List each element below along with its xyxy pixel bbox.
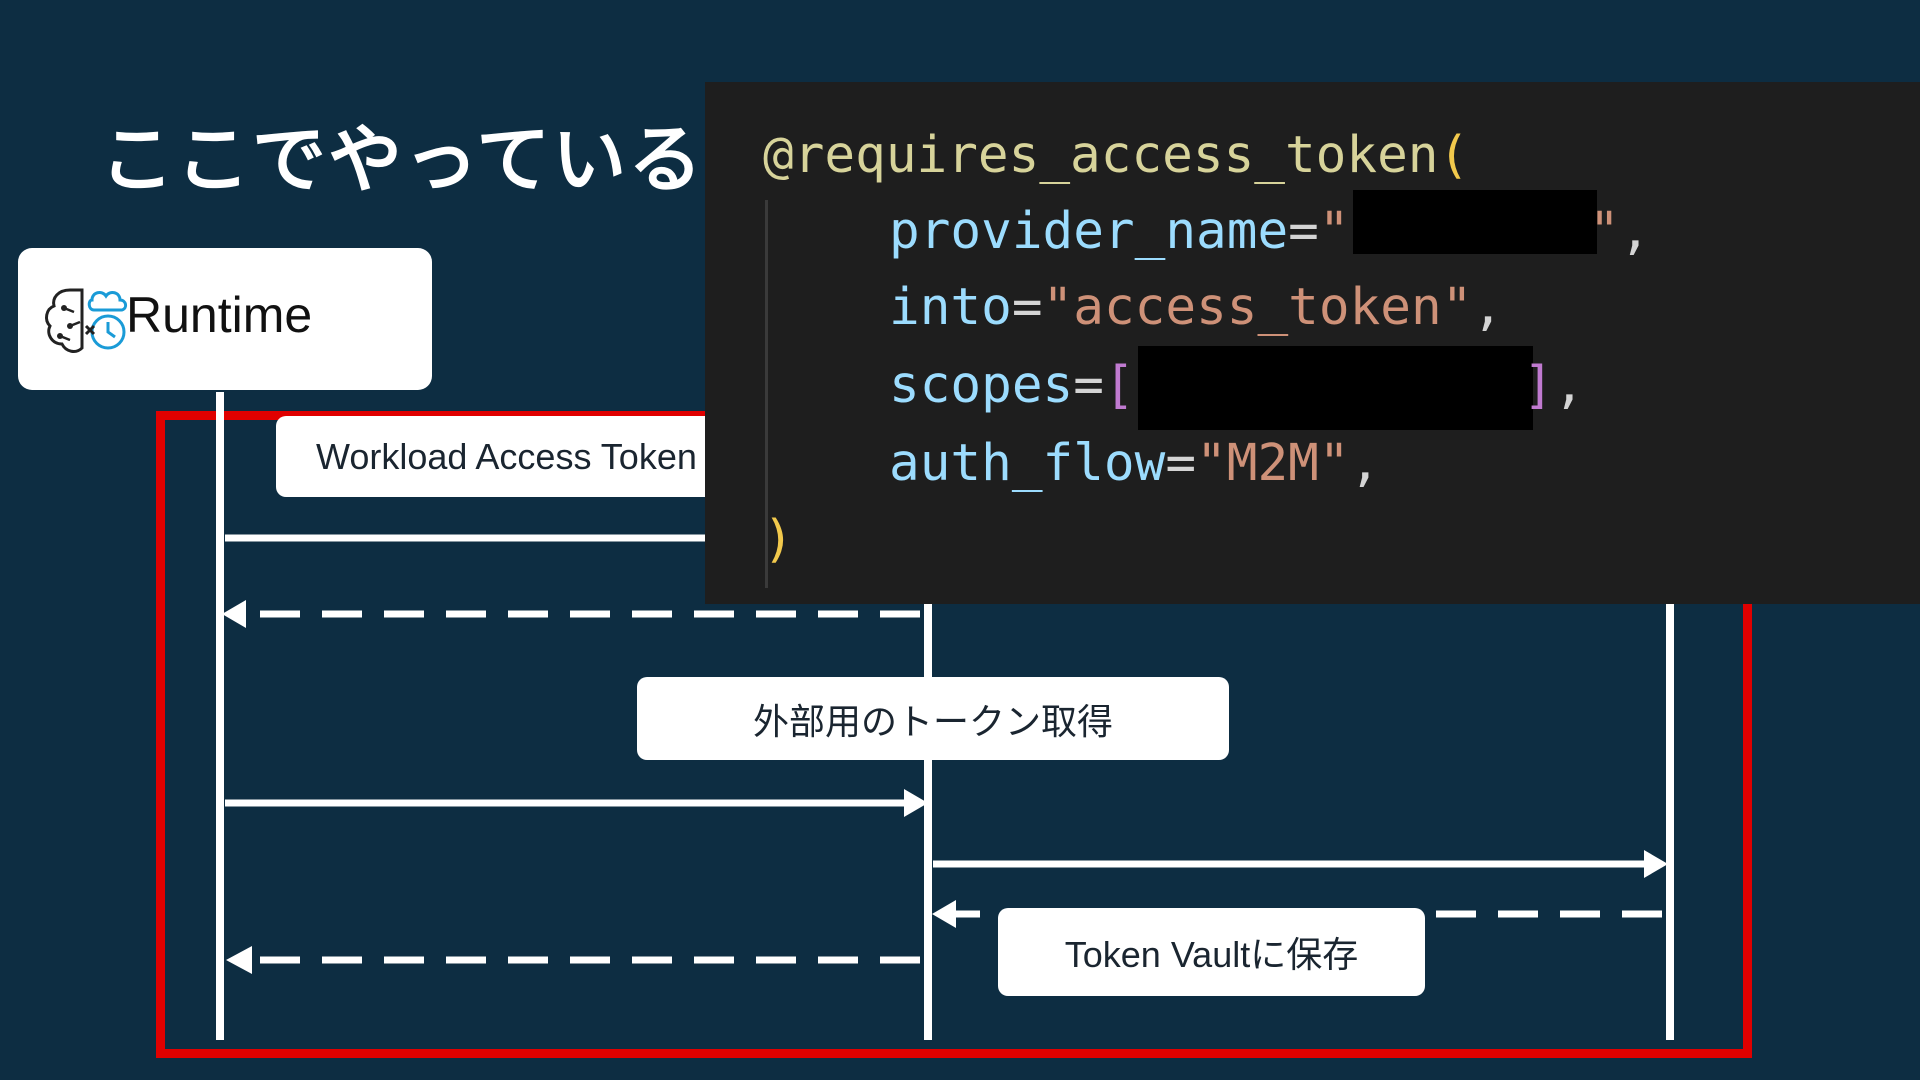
return-external-token-arrowhead — [226, 946, 252, 974]
return-workload-token-arrowhead — [222, 600, 246, 628]
code-line-scopes-end: ], — [1523, 356, 1585, 415]
redacted-scopes — [1138, 346, 1533, 430]
code-line-auth-flow: auth_flow="M2M", — [889, 434, 1381, 493]
code-line-provider-name: provider_name=" — [889, 202, 1350, 261]
request-external-token-arrowhead — [904, 789, 928, 817]
code-line-close: ) — [763, 510, 794, 569]
redacted-provider-name — [1353, 190, 1597, 254]
brain-cloud-clock-icon — [45, 288, 128, 353]
code-line-decorator: @requires_access_token( — [763, 126, 1470, 185]
runtime-actor-box: Runtime — [18, 248, 432, 390]
code-line-into: into="access_token", — [889, 278, 1504, 337]
code-snippet-panel: @requires_access_token( provider_name=" … — [705, 82, 1920, 604]
code-line-provider-name-end: ", — [1589, 202, 1651, 261]
token-vault-label: Token Vaultに保存 — [998, 908, 1425, 996]
runtime-actor-label: Runtime — [126, 287, 313, 343]
workload-access-token-label: Workload Access Token — [276, 416, 736, 497]
forward-to-provider-arrowhead — [1644, 850, 1668, 878]
provider-response-arrowhead — [932, 900, 956, 928]
external-token-label: 外部用のトークン取得 — [637, 677, 1229, 760]
indent-guide — [765, 200, 768, 588]
code-line-scopes: scopes=[ — [889, 356, 1135, 415]
